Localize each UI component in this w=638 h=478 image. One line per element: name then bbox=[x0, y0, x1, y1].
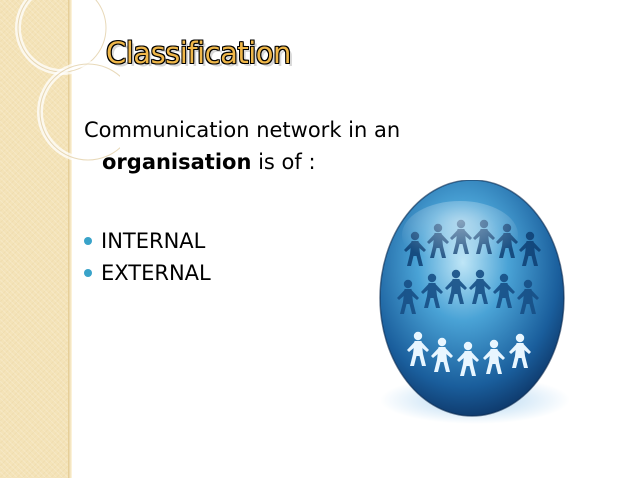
body-bold-word: organisation bbox=[102, 150, 252, 174]
bullet-item-internal: INTERNAL bbox=[84, 225, 211, 257]
bullet-label: INTERNAL bbox=[101, 229, 206, 253]
body-line-2: organisation is of : bbox=[84, 146, 484, 178]
body-line-1: Communication network in an bbox=[84, 118, 401, 142]
bullet-list: INTERNAL EXTERNAL bbox=[84, 225, 211, 289]
bullet-label: EXTERNAL bbox=[101, 261, 211, 285]
body-paragraph: Communication network in an organisation… bbox=[84, 114, 484, 178]
people-globe-icon bbox=[379, 179, 570, 424]
body-line-2-rest: is of : bbox=[251, 150, 316, 174]
decorative-circles-icon bbox=[15, 0, 120, 163]
side-band-edge bbox=[68, 0, 72, 478]
bullet-item-external: EXTERNAL bbox=[84, 257, 211, 289]
bullet-dot-icon bbox=[84, 269, 92, 277]
people-globe-image bbox=[360, 179, 590, 440]
bullet-dot-icon bbox=[84, 237, 92, 245]
slide-title: Classification bbox=[106, 36, 291, 70]
